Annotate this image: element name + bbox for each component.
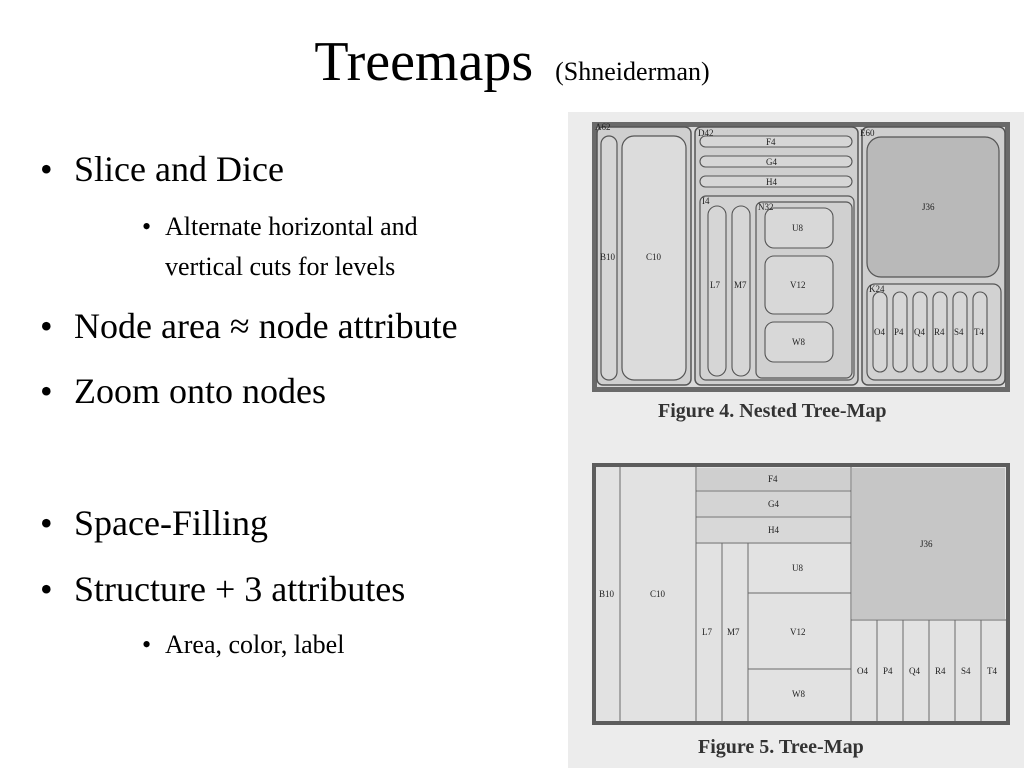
label-r4: R4 xyxy=(934,327,945,337)
label-n32: N32 xyxy=(758,202,774,212)
bullet-marker: • xyxy=(40,503,53,543)
label-a62: A62 xyxy=(595,122,611,132)
node-h4 xyxy=(699,175,853,188)
label-k24: K24 xyxy=(869,284,885,294)
label-v12: V12 xyxy=(790,280,806,290)
node-s4 xyxy=(952,291,968,373)
label-i4: I4 xyxy=(702,196,710,206)
node-j36 xyxy=(866,136,1000,278)
cell-label-u8: U8 xyxy=(792,563,803,573)
sub-bullet-marker: • xyxy=(142,212,152,241)
cell-label-q4: Q4 xyxy=(909,666,920,676)
node-l7 xyxy=(707,205,727,377)
cell-label-w8: W8 xyxy=(792,689,805,699)
cell-label-j36: J36 xyxy=(920,539,933,549)
cell-g4 xyxy=(697,492,850,516)
cell-label-h4: H4 xyxy=(768,525,779,535)
cell-label-l7: L7 xyxy=(702,627,712,637)
cell-label-s4: S4 xyxy=(961,666,971,676)
label-t4: T4 xyxy=(974,327,984,337)
plain-treemap-figure: B10 C10 F4 G4 H4 L7 M7 U8 V12 W8 J36 O4 … xyxy=(592,463,1010,725)
bullet-marker: • xyxy=(40,371,53,411)
bullet-text: Structure + 3 attributes xyxy=(74,569,406,609)
node-w8 xyxy=(764,321,834,363)
label-h4: H4 xyxy=(766,177,777,187)
node-m7 xyxy=(731,205,751,377)
figure-5-caption: Figure 5. Tree-Map xyxy=(698,736,864,758)
label-b10: B10 xyxy=(600,252,616,262)
bullet-text: Node area ≈ node attribute xyxy=(74,306,458,346)
node-v12 xyxy=(764,255,834,315)
title-main: Treemaps xyxy=(314,31,534,93)
bullet-marker: • xyxy=(40,149,53,189)
node-q4 xyxy=(912,291,928,373)
label-o4: O4 xyxy=(874,327,885,337)
sub-bullet-text: Area, color, label xyxy=(165,630,345,659)
cell-label-t4: T4 xyxy=(987,666,997,676)
cell-label-v12: V12 xyxy=(790,627,806,637)
cell-f4 xyxy=(697,468,850,490)
label-g4: G4 xyxy=(766,157,777,167)
label-u8: U8 xyxy=(792,223,803,233)
node-t4 xyxy=(972,291,988,373)
label-p4: P4 xyxy=(894,327,904,337)
cell-label-r4: R4 xyxy=(935,666,946,676)
nested-treemap-figure: A62 B10 C10 D42 F4 G4 H4 I4 N32 U8 V12 W… xyxy=(592,122,1010,392)
bullet-marker: • xyxy=(40,569,53,609)
cell-label-m7: M7 xyxy=(727,627,740,637)
label-d42: D42 xyxy=(698,128,714,138)
cell-label-o4: O4 xyxy=(857,666,868,676)
label-q4: Q4 xyxy=(914,327,925,337)
cell-label-f4: F4 xyxy=(768,474,778,484)
cell-label-g4: G4 xyxy=(768,499,779,509)
bullet-text: Zoom onto nodes xyxy=(74,371,326,411)
title-subtitle: (Shneiderman) xyxy=(555,57,710,86)
bullet-list: • Slice and Dice • Alternate horizontal an… xyxy=(40,149,458,659)
node-b10 xyxy=(600,135,618,381)
cell-label-p4: P4 xyxy=(883,666,893,676)
sub-bullet-text: Alternate horizontal and xyxy=(165,212,418,241)
bullet-text: Space-Filling xyxy=(74,503,268,543)
label-s4: S4 xyxy=(954,327,964,337)
slide-title: Treemaps (Shneiderman) xyxy=(0,30,1024,94)
node-o4 xyxy=(872,291,888,373)
cell-j36 xyxy=(852,468,1005,619)
label-w8: W8 xyxy=(792,337,805,347)
bullet-text: Slice and Dice xyxy=(74,149,284,189)
sub-bullet-marker: • xyxy=(142,630,152,659)
node-r4 xyxy=(932,291,948,373)
label-e60: E60 xyxy=(860,128,875,138)
node-u8 xyxy=(764,207,834,249)
cell-label-c10: C10 xyxy=(650,589,666,599)
sub-bullet-continuation: vertical cuts for levels xyxy=(165,252,396,281)
cell-label-b10: B10 xyxy=(599,589,615,599)
figure-4-caption: Figure 4. Nested Tree-Map xyxy=(658,400,887,422)
label-l7: L7 xyxy=(710,280,720,290)
node-c10 xyxy=(621,135,687,381)
cell-h4 xyxy=(697,518,850,542)
node-p4 xyxy=(892,291,908,373)
label-j36: J36 xyxy=(922,202,935,212)
label-m7: M7 xyxy=(734,280,747,290)
label-f4: F4 xyxy=(766,137,776,147)
bullet-marker: • xyxy=(40,306,53,346)
node-g4 xyxy=(699,155,853,168)
node-f4 xyxy=(699,135,853,148)
label-c10: C10 xyxy=(646,252,662,262)
